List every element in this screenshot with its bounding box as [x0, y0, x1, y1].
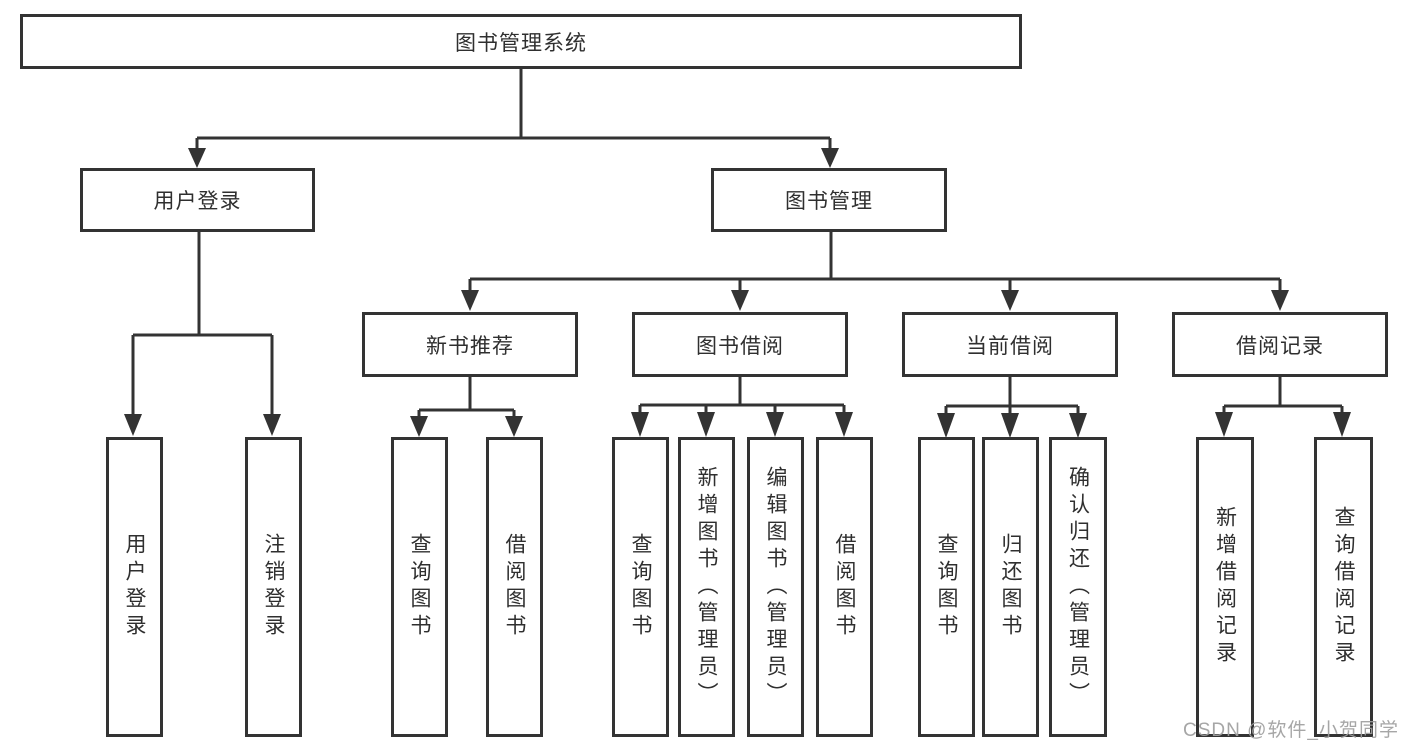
node-label: 查询借阅记录	[1332, 506, 1355, 668]
node-logout-leaf: 注销登录	[245, 437, 302, 737]
node-label: 新增图书（管理员）	[695, 465, 718, 709]
node-label: 图书管理系统	[455, 31, 587, 55]
node-book-borrowing: 图书借阅	[632, 312, 848, 377]
node-library-management-system: 图书管理系统	[20, 14, 1022, 69]
node-query-books-recommend: 查询图书	[391, 437, 448, 737]
csdn-watermark: CSDN @软件_小贺同学	[1183, 720, 1399, 741]
node-add-borrow-record: 新增借阅记录	[1196, 437, 1254, 737]
node-label: 注销登录	[262, 533, 285, 641]
node-borrow-books-recommend: 借阅图书	[486, 437, 543, 737]
node-edit-books-admin: 编辑图书（管理员）	[747, 437, 804, 737]
node-label: 图书借阅	[696, 334, 784, 358]
node-current-borrowing: 当前借阅	[902, 312, 1118, 377]
node-label: 借阅记录	[1236, 334, 1324, 358]
node-label: 新书推荐	[426, 334, 514, 358]
node-return-books: 归还图书	[982, 437, 1039, 737]
node-query-books-borrow: 查询图书	[612, 437, 669, 737]
node-label: 借阅图书	[833, 533, 856, 641]
node-new-book-recommendation: 新书推荐	[362, 312, 578, 377]
node-label: 用户登录	[123, 533, 146, 641]
node-user-login-leaf: 用户登录	[106, 437, 163, 737]
node-book-management: 图书管理	[711, 168, 947, 232]
node-label: 借阅图书	[503, 533, 526, 641]
node-borrowing-records: 借阅记录	[1172, 312, 1388, 377]
node-user-login: 用户登录	[80, 168, 315, 232]
node-borrow-books-leaf: 借阅图书	[816, 437, 873, 737]
node-label: 当前借阅	[966, 334, 1054, 358]
node-label: 查询图书	[408, 533, 431, 641]
node-label: 新增借阅记录	[1213, 506, 1237, 668]
node-label: 查询图书	[935, 533, 958, 641]
node-label: 编辑图书（管理员）	[764, 465, 787, 709]
node-label: 归还图书	[999, 533, 1022, 641]
node-query-borrow-record: 查询借阅记录	[1314, 437, 1373, 737]
node-label: 确认归还（管理员）	[1066, 465, 1090, 709]
node-label: 图书管理	[785, 190, 873, 213]
node-label: 查询图书	[629, 533, 652, 641]
node-query-books-current: 查询图书	[918, 437, 975, 737]
node-label: 用户登录	[153, 190, 242, 213]
node-confirm-return-admin: 确认归还（管理员）	[1049, 437, 1107, 737]
node-add-books-admin: 新增图书（管理员）	[678, 437, 735, 737]
